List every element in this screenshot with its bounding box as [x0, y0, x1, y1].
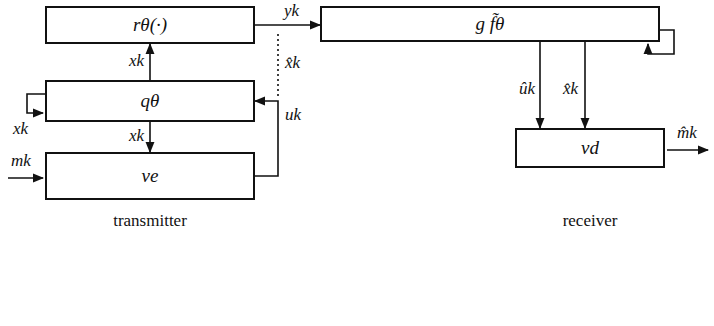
signal-name: yk	[283, 2, 300, 21]
block-box: rθ(·)	[45, 6, 255, 44]
output-arrow	[667, 149, 708, 151]
signal-arrow	[149, 44, 151, 80]
signal-arrow	[539, 42, 541, 128]
signal-name: xk	[128, 52, 145, 71]
signal-name: xk	[12, 120, 29, 139]
section-caption: receiver	[562, 212, 619, 231]
signal-arrow	[149, 122, 151, 152]
section-caption: transmitter	[112, 212, 188, 231]
signal-arrow	[255, 101, 278, 176]
signal-name: mk	[10, 152, 32, 171]
signal-name: uk	[284, 106, 302, 125]
dotted-link	[277, 34, 279, 96]
signal-name: ûk	[518, 80, 536, 99]
signal-arrow	[584, 42, 586, 128]
block-symbol: vd	[581, 138, 599, 159]
block-box: g f̃θ	[320, 6, 660, 42]
block-box: qθ	[45, 80, 255, 122]
block-symbol: g f̃θ	[476, 14, 505, 35]
signal-name: x̂k	[562, 80, 579, 99]
signal-name: m̂k	[676, 124, 698, 143]
signal-name: xk	[128, 127, 145, 146]
signal-arrow	[255, 24, 320, 26]
signal-name: x̂k	[284, 54, 301, 73]
decoder-box: vd	[515, 128, 665, 168]
block-symbol: ve	[142, 166, 159, 187]
state-loop	[27, 94, 45, 113]
block-symbol: rθ(·)	[133, 15, 167, 36]
block-symbol: qθ	[141, 91, 160, 112]
input-arrow	[8, 177, 43, 179]
encoder-box: ve	[45, 152, 255, 200]
